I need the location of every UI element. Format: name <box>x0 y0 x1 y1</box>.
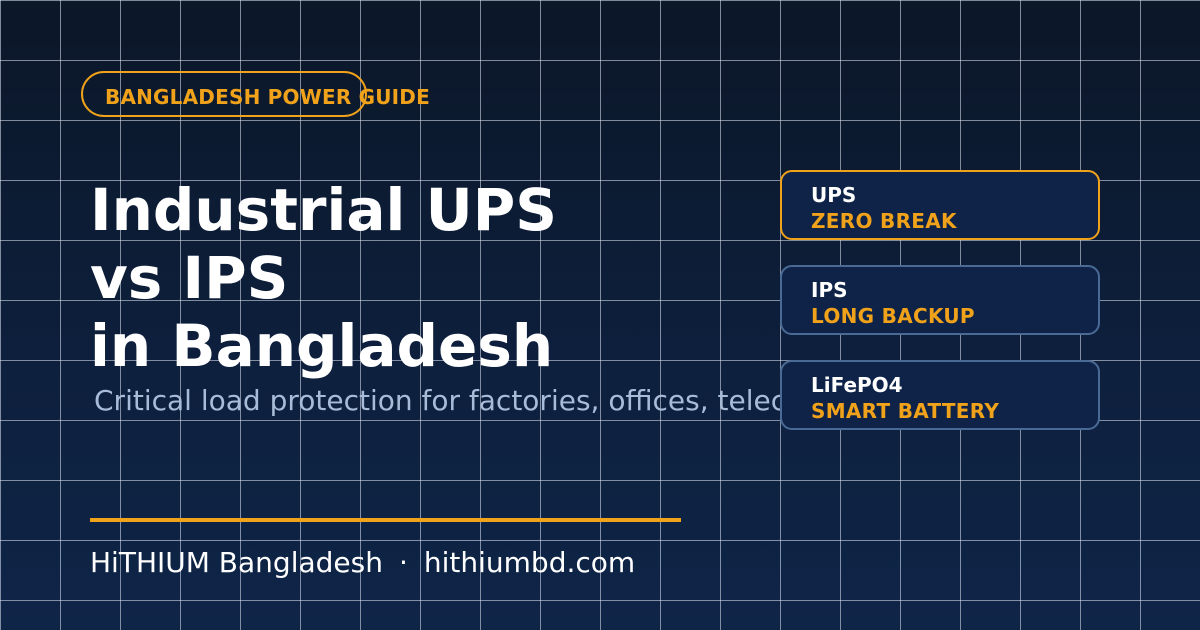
footer: HiTHIUM Bangladesh · hithiumbd.com <box>90 546 635 580</box>
option-card-tag: ZERO BREAK <box>811 209 957 233</box>
category-badge <box>81 71 367 117</box>
option-card-name: LiFePO4 <box>811 373 903 397</box>
headline-line-2: vs IPS <box>90 244 289 312</box>
category-badge-label: BANGLADESH POWER GUIDE <box>105 85 430 109</box>
accent-divider <box>90 518 681 522</box>
headline-line-3: in Bangladesh <box>90 312 554 380</box>
option-card-ips: IPS LONG BACKUP <box>780 265 1100 335</box>
option-card-tag: LONG BACKUP <box>811 304 975 328</box>
headline: Industrial UPS vs IPS in Bangladesh <box>90 176 557 380</box>
option-card-name: UPS <box>811 183 857 207</box>
option-card-lifepo4: LiFePO4 SMART BATTERY <box>780 360 1100 430</box>
headline-line-1: Industrial UPS <box>90 176 558 244</box>
option-card-ups: UPS ZERO BREAK <box>780 170 1100 240</box>
footer-separator: · <box>398 546 408 579</box>
option-card-tag: SMART BATTERY <box>811 399 1000 423</box>
option-card-name: IPS <box>811 278 848 302</box>
footer-brand: HiTHIUM Bangladesh <box>90 546 383 579</box>
footer-website: hithiumbd.com <box>423 546 636 579</box>
